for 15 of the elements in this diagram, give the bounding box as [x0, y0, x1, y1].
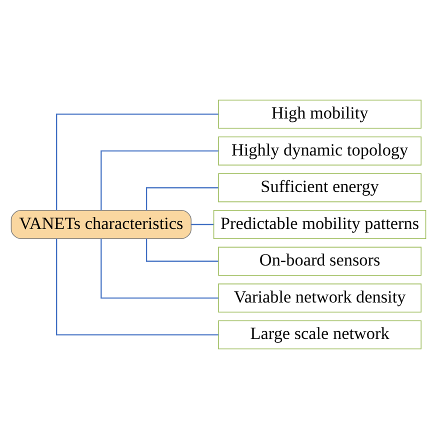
- node-box: Predictable mobility patterns: [213, 210, 426, 238]
- node-box: Sufficient energy: [218, 172, 422, 202]
- connector: [56, 238, 218, 335]
- node-box: Large scale network: [218, 320, 422, 349]
- connector: [191, 223, 214, 225]
- node-box: Variable network density: [218, 283, 422, 312]
- node-box: Highly dynamic topology: [218, 136, 422, 165]
- node-box: VANETs characteristics: [10, 210, 192, 238]
- node-box: High mobility: [218, 99, 422, 128]
- node-box: On-board sensors: [218, 246, 422, 276]
- connector: [146, 186, 218, 210]
- connector: [100, 150, 218, 210]
- connector: [146, 238, 218, 262]
- connector: [100, 238, 218, 298]
- connector: [56, 113, 218, 210]
